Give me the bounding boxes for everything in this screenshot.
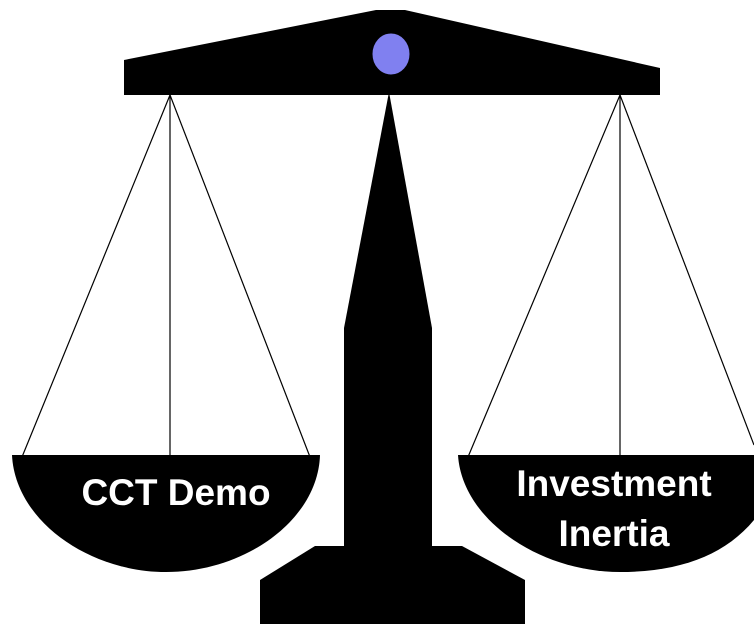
right-pan <box>458 455 754 572</box>
right-string-outer <box>467 94 621 458</box>
left-string-inner <box>169 94 311 458</box>
right-pan-label-line2: Inertia <box>558 513 669 554</box>
left-pan-label: CCT Demo <box>81 472 270 513</box>
left-string-outer <box>21 94 171 458</box>
left-pan-strings <box>21 94 311 458</box>
right-pan-strings <box>467 94 754 458</box>
right-pan-label-line1: Investment <box>516 463 711 504</box>
scale-base <box>260 546 525 624</box>
scale-column <box>344 92 432 560</box>
left-pan <box>12 455 320 572</box>
right-string-inner <box>619 94 754 446</box>
pivot-knob <box>371 32 411 76</box>
